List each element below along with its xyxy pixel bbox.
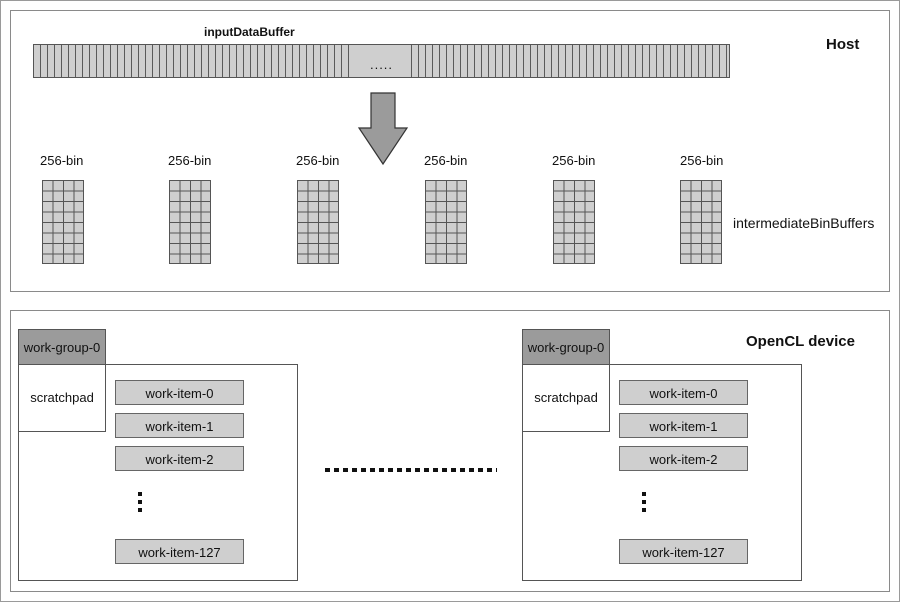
down-arrow-icon [357, 92, 409, 166]
bin-label: 256-bin [168, 153, 212, 168]
bin-buffer-grid [553, 180, 595, 264]
work-item: work-item-127 [619, 539, 748, 564]
horizontal-ellipsis-icon [325, 468, 497, 472]
work-group-label: work-group-0 [18, 329, 106, 365]
device-title: OpenCL device [746, 333, 855, 350]
work-item: work-item-1 [115, 413, 244, 438]
work-item: work-item-2 [115, 446, 244, 471]
bin-buffer-grid [297, 180, 339, 264]
host-title: Host [826, 36, 860, 53]
work-item: work-item-127 [115, 539, 244, 564]
input-buffer-label: inputDataBuffer [204, 25, 295, 39]
work-group-label: work-group-0 [522, 329, 610, 365]
vertical-ellipsis-icon [138, 492, 142, 516]
bin-buffer-grid [425, 180, 467, 264]
buffer-ellipsis: ..... [355, 44, 408, 78]
bin-buffer-grid [169, 180, 211, 264]
scratchpad: scratchpad [18, 364, 106, 432]
bins-caption: intermediateBinBuffers [733, 215, 875, 231]
bin-label: 256-bin [424, 153, 468, 168]
vertical-ellipsis-icon [642, 492, 646, 516]
bin-buffer-grid [680, 180, 722, 264]
bin-label: 256-bin [296, 153, 340, 168]
work-item: work-item-0 [619, 380, 748, 405]
work-item: work-item-1 [619, 413, 748, 438]
work-item: work-item-2 [619, 446, 748, 471]
bin-buffer-grid [42, 180, 84, 264]
bin-label: 256-bin [40, 153, 84, 168]
work-item: work-item-0 [115, 380, 244, 405]
bin-label: 256-bin [680, 153, 724, 168]
scratchpad: scratchpad [522, 364, 610, 432]
bin-label: 256-bin [552, 153, 596, 168]
